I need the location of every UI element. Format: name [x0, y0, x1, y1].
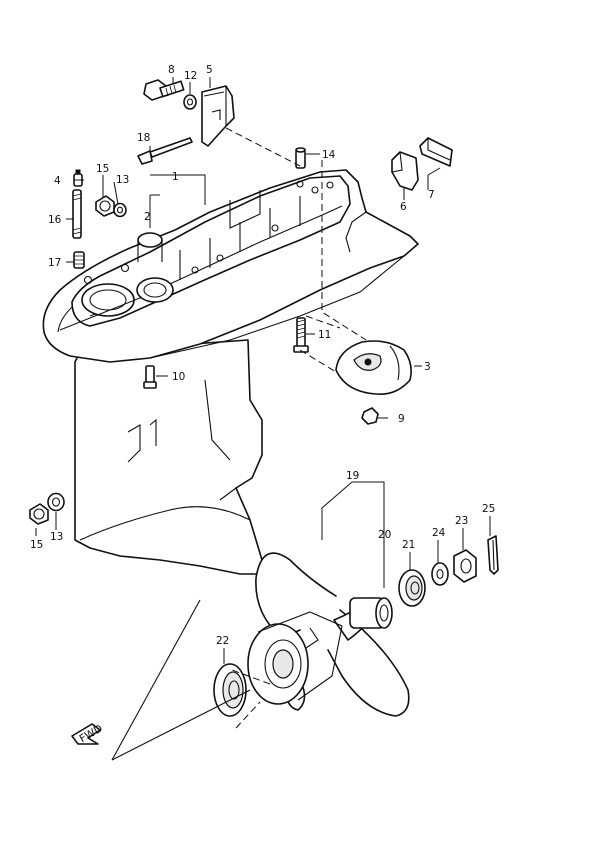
callout-3: 3: [424, 361, 431, 373]
callout-10: 10: [172, 371, 185, 383]
washer-24: [431, 562, 449, 586]
drain-bolt: [143, 79, 185, 101]
callout-11: 11: [318, 329, 331, 341]
callout-15-lower: 15: [30, 539, 43, 551]
propeller-nut: [453, 549, 477, 583]
thrust-washer: [398, 569, 426, 607]
water-tube-guide: [295, 147, 306, 169]
callout-17: 17: [48, 257, 61, 269]
callout-15-upper: 15: [96, 163, 109, 175]
clip: [201, 85, 235, 147]
tab-holder: [419, 137, 453, 167]
oil-plug-gasket-lower: [47, 492, 65, 512]
leader-lines: [35, 77, 491, 664]
callout-22: 22: [216, 635, 229, 647]
alignment-lines: [225, 127, 367, 729]
callout-9: 9: [398, 413, 405, 425]
callout-24: 24: [432, 527, 446, 539]
callout-5: 5: [206, 64, 213, 76]
callout-6: 6: [400, 201, 407, 213]
callout-12: 12: [184, 70, 197, 82]
callout-7: 7: [428, 189, 435, 201]
callout-21: 21: [402, 539, 415, 551]
bolt-9: [361, 407, 379, 425]
callout-19: 19: [346, 470, 359, 482]
oil-plug-lower: [29, 503, 49, 525]
dowel-pin: [73, 169, 83, 187]
callout-23: 23: [455, 515, 468, 527]
callout-4: 4: [54, 175, 61, 187]
spacer-22: [213, 663, 247, 717]
callout-25: 25: [482, 503, 495, 515]
callout-1: 1: [172, 171, 179, 183]
callout-16: 16: [48, 214, 62, 226]
callout-14: 14: [322, 149, 336, 161]
callout-8: 8: [168, 64, 175, 76]
callout-13-upper: 13: [116, 174, 129, 186]
callout-20: 20: [378, 529, 391, 541]
gear-case-housing: [42, 169, 419, 575]
callout-18: 18: [137, 132, 150, 144]
gasket-washer: [183, 94, 197, 110]
forward-arrow-icon: FWD: [71, 723, 105, 745]
anode: [335, 340, 412, 396]
cotter-pin: [487, 535, 499, 575]
nipple: [73, 251, 85, 269]
anode-bolt: [293, 317, 309, 353]
trim-tab: [391, 151, 419, 191]
callout-numbers: 8 12 5 18 4 15 13 1 2 16 17 14 6 7 11 3 …: [30, 64, 495, 647]
propeller: [247, 552, 410, 717]
oil-plug-upper: [95, 195, 115, 217]
callout-13-lower: 13: [50, 531, 63, 543]
cable-tie: [137, 137, 193, 165]
callout-2: 2: [144, 211, 151, 223]
stud-bolt: [72, 189, 82, 239]
oil-plug-gasket-upper: [113, 202, 127, 218]
propeller-shaft-centerline: [111, 599, 251, 761]
bolt-10: [143, 365, 157, 389]
